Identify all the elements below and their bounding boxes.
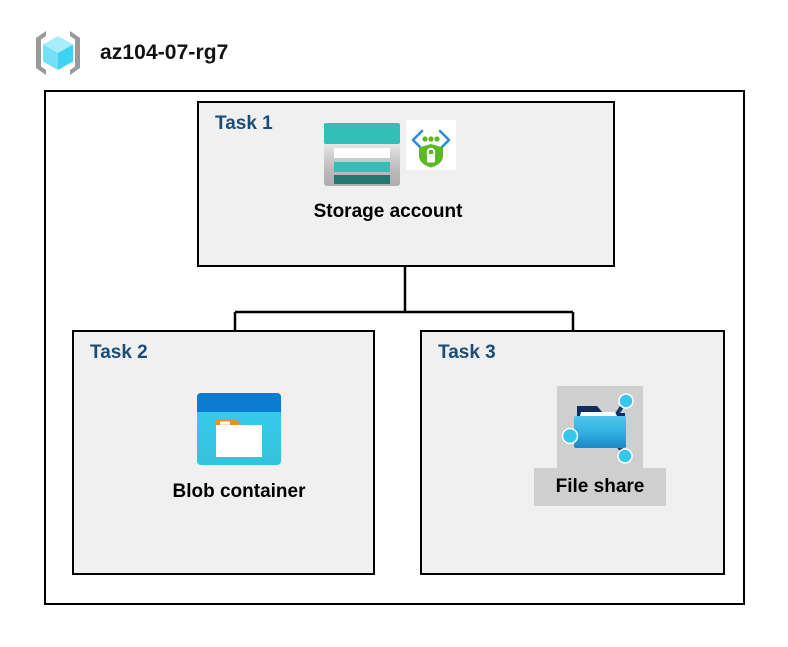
task-1-box: Task 1 xyxy=(197,101,615,267)
security-shield-lock-icon xyxy=(406,120,456,170)
file-share-caption: File share xyxy=(555,476,645,497)
resource-group-name: az104-07-rg7 xyxy=(100,41,229,64)
resource-group-header: az104-07-rg7 xyxy=(30,28,228,78)
storage-account-icon xyxy=(324,123,400,186)
blob-container-node[interactable]: Blob container xyxy=(150,390,328,501)
blob-container-icon xyxy=(197,393,281,465)
resource-group-cube-icon xyxy=(36,31,80,75)
storage-account-icon-row xyxy=(320,120,456,190)
task-3-label: Task 3 xyxy=(438,342,496,363)
file-share-icon xyxy=(561,393,634,464)
task-2-label: Task 2 xyxy=(90,342,148,363)
file-share-label-highlight: File share xyxy=(533,468,667,506)
file-share-node[interactable]: File share xyxy=(500,386,700,506)
storage-account-caption: Storage account xyxy=(313,201,463,222)
storage-account-node[interactable]: Storage account xyxy=(293,120,483,221)
blob-container-caption: Blob container xyxy=(172,481,306,502)
task-1-label: Task 1 xyxy=(215,113,273,134)
file-share-icon-highlight xyxy=(557,386,643,472)
